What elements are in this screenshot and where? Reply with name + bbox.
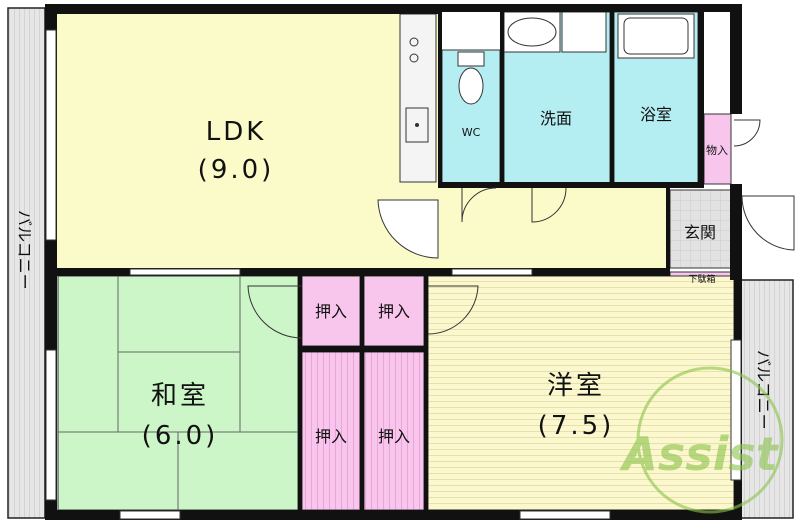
bathtub-icon	[617, 13, 695, 59]
windows	[45, 29, 742, 520]
storage-label: 物入	[706, 143, 728, 157]
hallway	[438, 188, 670, 270]
bath-label: 浴室	[640, 105, 672, 124]
closet-1-label: 押入	[315, 302, 347, 321]
balcony-left	[7, 7, 55, 519]
washroom-label: 洗面	[540, 109, 572, 128]
balcony-left-label: バルコニー	[15, 210, 34, 290]
closet-4-label: 押入	[378, 427, 410, 446]
toilet-icon	[457, 51, 485, 105]
company-logo: Assist	[619, 366, 784, 514]
shoe-box-label: 下駄箱	[688, 273, 715, 285]
entrance-label: 玄関	[684, 223, 716, 242]
youshitsu-label: 洋室	[547, 371, 605, 401]
doors	[247, 119, 795, 339]
washitsu-label: 和室	[151, 381, 209, 411]
western-room	[427, 275, 735, 511]
closet-2	[363, 275, 425, 347]
youshitsu-size: (7.5)	[538, 411, 615, 441]
storage-room	[703, 113, 732, 185]
kitchen-counter	[399, 13, 437, 183]
washbasin-icon	[503, 11, 607, 53]
wc-label: WC	[462, 126, 481, 139]
balcony-right	[740, 279, 794, 519]
closet-3	[301, 351, 361, 511]
logo-text: Assist	[619, 427, 780, 481]
closet-3-label: 押入	[315, 427, 347, 446]
closet-2-label: 押入	[378, 302, 410, 321]
ldk-room	[55, 12, 438, 270]
ldk-label: LDK	[206, 117, 267, 147]
entrance	[669, 189, 732, 269]
ldk-size: (9.0)	[198, 155, 275, 185]
closet-4	[363, 351, 425, 511]
washitsu-size: (6.0)	[142, 421, 219, 451]
